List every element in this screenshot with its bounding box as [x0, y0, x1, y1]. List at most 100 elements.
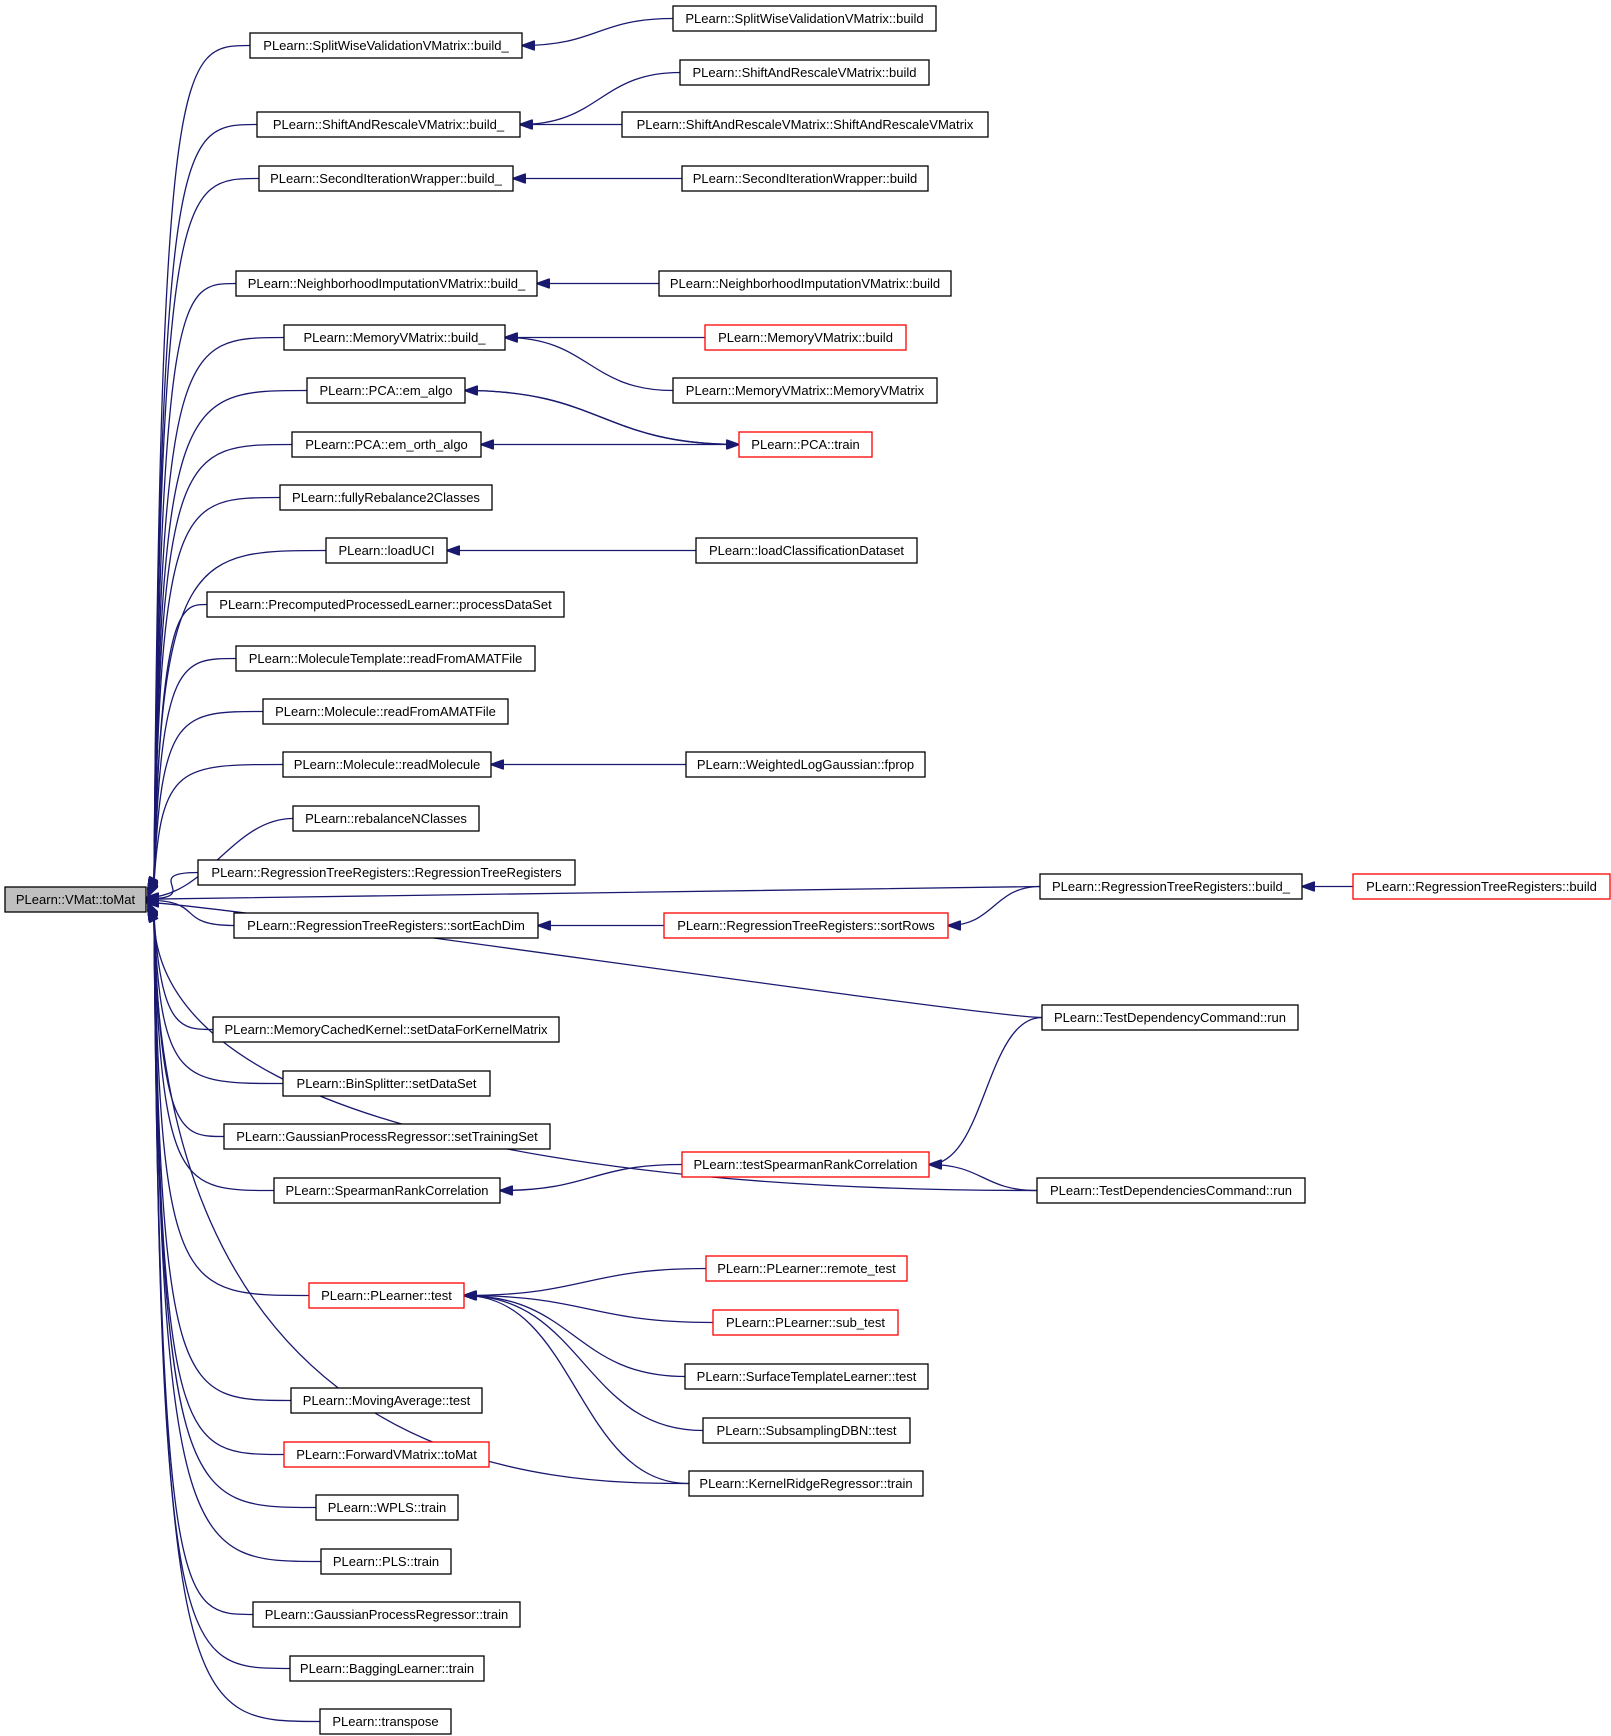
node-nivm-build-[interactable]: PLearn::NeighborhoodImputationVMatrix::b… [235, 270, 538, 297]
node-mck-setdata[interactable]: PLearn::MemoryCachedKernel::setDataForKe… [212, 1016, 560, 1043]
node-rtr-ctor[interactable]: PLearn::RegressionTreeRegisters::Regress… [197, 859, 576, 886]
node-pl-test[interactable]: PLearn::PLearner::test [308, 1282, 465, 1309]
node-pca-em-orth[interactable]: PLearn::PCA::em_orth_algo [291, 431, 482, 458]
node-rtr-build-[interactable]: PLearn::RegressionTreeRegisters::build_ [1039, 873, 1303, 900]
node-vmat-tomat[interactable]: PLearn::VMat::toMat [4, 886, 147, 913]
node-label: PLearn::ForwardVMatrix::toMat [296, 1447, 477, 1462]
node-label: PLearn::MemoryCachedKernel::setDataForKe… [225, 1022, 548, 1037]
node-test-src[interactable]: PLearn::testSpearmanRankCorrelation [681, 1151, 930, 1178]
node-mvm-ctor[interactable]: PLearn::MemoryVMatrix::MemoryVMatrix [672, 377, 938, 404]
edge-pl_remote-to-pl_test [464, 1267, 707, 1296]
node-label: PLearn::RegressionTreeRegisters::Regress… [211, 865, 562, 880]
node-pl-sub[interactable]: PLearn::PLearner::sub_test [712, 1309, 899, 1336]
node-box [1039, 873, 1303, 900]
node-pl-remote[interactable]: PLearn::PLearner::remote_test [705, 1255, 908, 1282]
node-label: PLearn::PCA::em_algo [320, 383, 453, 398]
node-box [282, 1070, 491, 1097]
node-label: PLearn::MemoryVMatrix::MemoryVMatrix [686, 383, 925, 398]
node-tdc-run[interactable]: PLearn::TestDependencyCommand::run [1041, 1004, 1299, 1031]
node-label: PLearn::rebalanceNClasses [305, 811, 467, 826]
node-box [206, 591, 565, 618]
node-label: PLearn::VMat::toMat [16, 892, 136, 907]
node-box [681, 165, 929, 192]
node-label: PLearn::RegressionTreeRegisters::sortEac… [247, 918, 525, 933]
node-transpose[interactable]: PLearn::transpose [319, 1708, 452, 1735]
node-label: PLearn::fullyRebalance2Classes [292, 490, 480, 505]
edge-stl_test-to-pl_test [464, 1296, 686, 1378]
node-sarvm-build[interactable]: PLearn::ShiftAndRescaleVMatrix::build [679, 59, 930, 86]
node-label: PLearn::PLearner::remote_test [717, 1261, 896, 1276]
node-mt-readamat[interactable]: PLearn::MoleculeTemplate::readFromAMATFi… [235, 645, 536, 672]
edge-swvvm_build-to-swvvm_build_ [522, 17, 674, 46]
node-stl-test[interactable]: PLearn::SurfaceTemplateLearner::test [684, 1363, 929, 1390]
node-label: PLearn::TestDependencyCommand::run [1054, 1010, 1286, 1025]
node-label: PLearn::PCA::train [751, 437, 859, 452]
node-tdsc-run[interactable]: PLearn::TestDependenciesCommand::run [1036, 1177, 1306, 1204]
node-pca-train[interactable]: PLearn::PCA::train [738, 431, 873, 458]
node-ma-test[interactable]: PLearn::MovingAverage::test [290, 1387, 483, 1414]
node-sarvm-ctor[interactable]: PLearn::ShiftAndRescaleVMatrix::ShiftAnd… [621, 111, 989, 138]
node-ppl-process[interactable]: PLearn::PrecomputedProcessedLearner::pro… [206, 591, 565, 618]
node-box [235, 270, 538, 297]
node-box [663, 912, 949, 939]
edge-mt_readamat-to-vmat_tomat [148, 657, 237, 894]
node-box [279, 484, 493, 511]
node-mol-readamat[interactable]: PLearn::Molecule::readFromAMATFile [262, 698, 509, 725]
node-label: PLearn::SurfaceTemplateLearner::test [697, 1369, 917, 1384]
node-label: PLearn::RegressionTreeRegisters::build_ [1052, 879, 1291, 894]
node-pca-em-algo[interactable]: PLearn::PCA::em_algo [306, 377, 466, 404]
edge-rtr_build_-to-rtr_sortrows [948, 885, 1041, 926]
node-label: PLearn::ShiftAndRescaleVMatrix::build_ [273, 117, 505, 132]
node-box [320, 1548, 452, 1575]
node-fvm-tomat[interactable]: PLearn::ForwardVMatrix::toMat [283, 1441, 490, 1468]
node-fully-reb[interactable]: PLearn::fullyRebalance2Classes [279, 484, 493, 511]
node-rtr-sortrows[interactable]: PLearn::RegressionTreeRegisters::sortRow… [663, 912, 949, 939]
node-bs-setdata[interactable]: PLearn::BinSplitter::setDataSet [282, 1070, 491, 1097]
node-label: PLearn::GaussianProcessRegressor::setTra… [236, 1129, 538, 1144]
node-label: PLearn::loadClassificationDataset [709, 543, 904, 558]
node-gpr-train[interactable]: PLearn::GaussianProcessRegressor::train [252, 1601, 521, 1628]
node-label: PLearn::testSpearmanRankCorrelation [693, 1157, 917, 1172]
node-mol-readmol[interactable]: PLearn::Molecule::readMolecule [282, 751, 492, 778]
node-box [688, 1470, 924, 1497]
node-nivm-build[interactable]: PLearn::NeighborhoodImputationVMatrix::b… [658, 270, 952, 297]
node-reb-nclasses[interactable]: PLearn::rebalanceNClasses [292, 805, 480, 832]
node-rtr-build[interactable]: PLearn::RegressionTreeRegisters::build [1352, 873, 1611, 900]
node-label: PLearn::SecondIterationWrapper::build_ [270, 171, 503, 186]
node-box [1041, 1004, 1299, 1031]
node-label: PLearn::PrecomputedProcessedLearner::pro… [219, 597, 552, 612]
node-box [256, 111, 521, 138]
node-load-uci[interactable]: PLearn::loadUCI [325, 537, 448, 564]
edge-pl_test-to-vmat_tomat [148, 909, 310, 1297]
node-label: PLearn::KernelRidgeRegressor::train [699, 1476, 912, 1491]
edge-rtr_ctor-to-vmat_tomat [146, 871, 199, 899]
node-src[interactable]: PLearn::SpearmanRankCorrelation [273, 1177, 501, 1204]
node-mvm-build[interactable]: PLearn::MemoryVMatrix::build [704, 324, 907, 351]
node-box [679, 59, 930, 86]
node-siw-build[interactable]: PLearn::SecondIterationWrapper::build [681, 165, 929, 192]
node-gpr-settrain[interactable]: PLearn::GaussianProcessRegressor::setTra… [223, 1123, 551, 1150]
node-krr-train[interactable]: PLearn::KernelRidgeRegressor::train [688, 1470, 924, 1497]
node-sdbn-test[interactable]: PLearn::SubsamplingDBN::test [702, 1417, 911, 1444]
node-swvvm-build-[interactable]: PLearn::SplitWiseValidationVMatrix::buil… [249, 32, 523, 59]
node-mvm-build-[interactable]: PLearn::MemoryVMatrix::build_ [283, 324, 506, 351]
node-box [702, 1417, 911, 1444]
edge-swvvm_build_-to-vmat_tomat [148, 44, 251, 890]
node-load-class[interactable]: PLearn::loadClassificationDataset [695, 537, 918, 564]
node-box [283, 1441, 490, 1468]
node-pls-train[interactable]: PLearn::PLS::train [320, 1548, 452, 1575]
node-sarvm-build-[interactable]: PLearn::ShiftAndRescaleVMatrix::build_ [256, 111, 521, 138]
edge-tdsc_run-to-test_src [929, 1165, 1038, 1192]
node-label: PLearn::ShiftAndRescaleVMatrix::build [692, 65, 916, 80]
node-siw-build-[interactable]: PLearn::SecondIterationWrapper::build_ [258, 165, 514, 192]
node-box [290, 1387, 483, 1414]
node-wlg-fprop[interactable]: PLearn::WeightedLogGaussian::fprop [685, 751, 926, 778]
node-rtr-sortdim[interactable]: PLearn::RegressionTreeRegisters::sortEac… [233, 912, 539, 939]
node-swvvm-build[interactable]: PLearn::SplitWiseValidationVMatrix::buil… [672, 5, 937, 32]
node-label: PLearn::PLearner::sub_test [726, 1315, 885, 1330]
node-bl-train[interactable]: PLearn::BaggingLearner::train [289, 1655, 485, 1682]
node-box [1036, 1177, 1306, 1204]
node-box [738, 431, 873, 458]
node-wpls-train[interactable]: PLearn::WPLS::train [315, 1494, 459, 1521]
node-label: PLearn::PLearner::test [321, 1288, 452, 1303]
